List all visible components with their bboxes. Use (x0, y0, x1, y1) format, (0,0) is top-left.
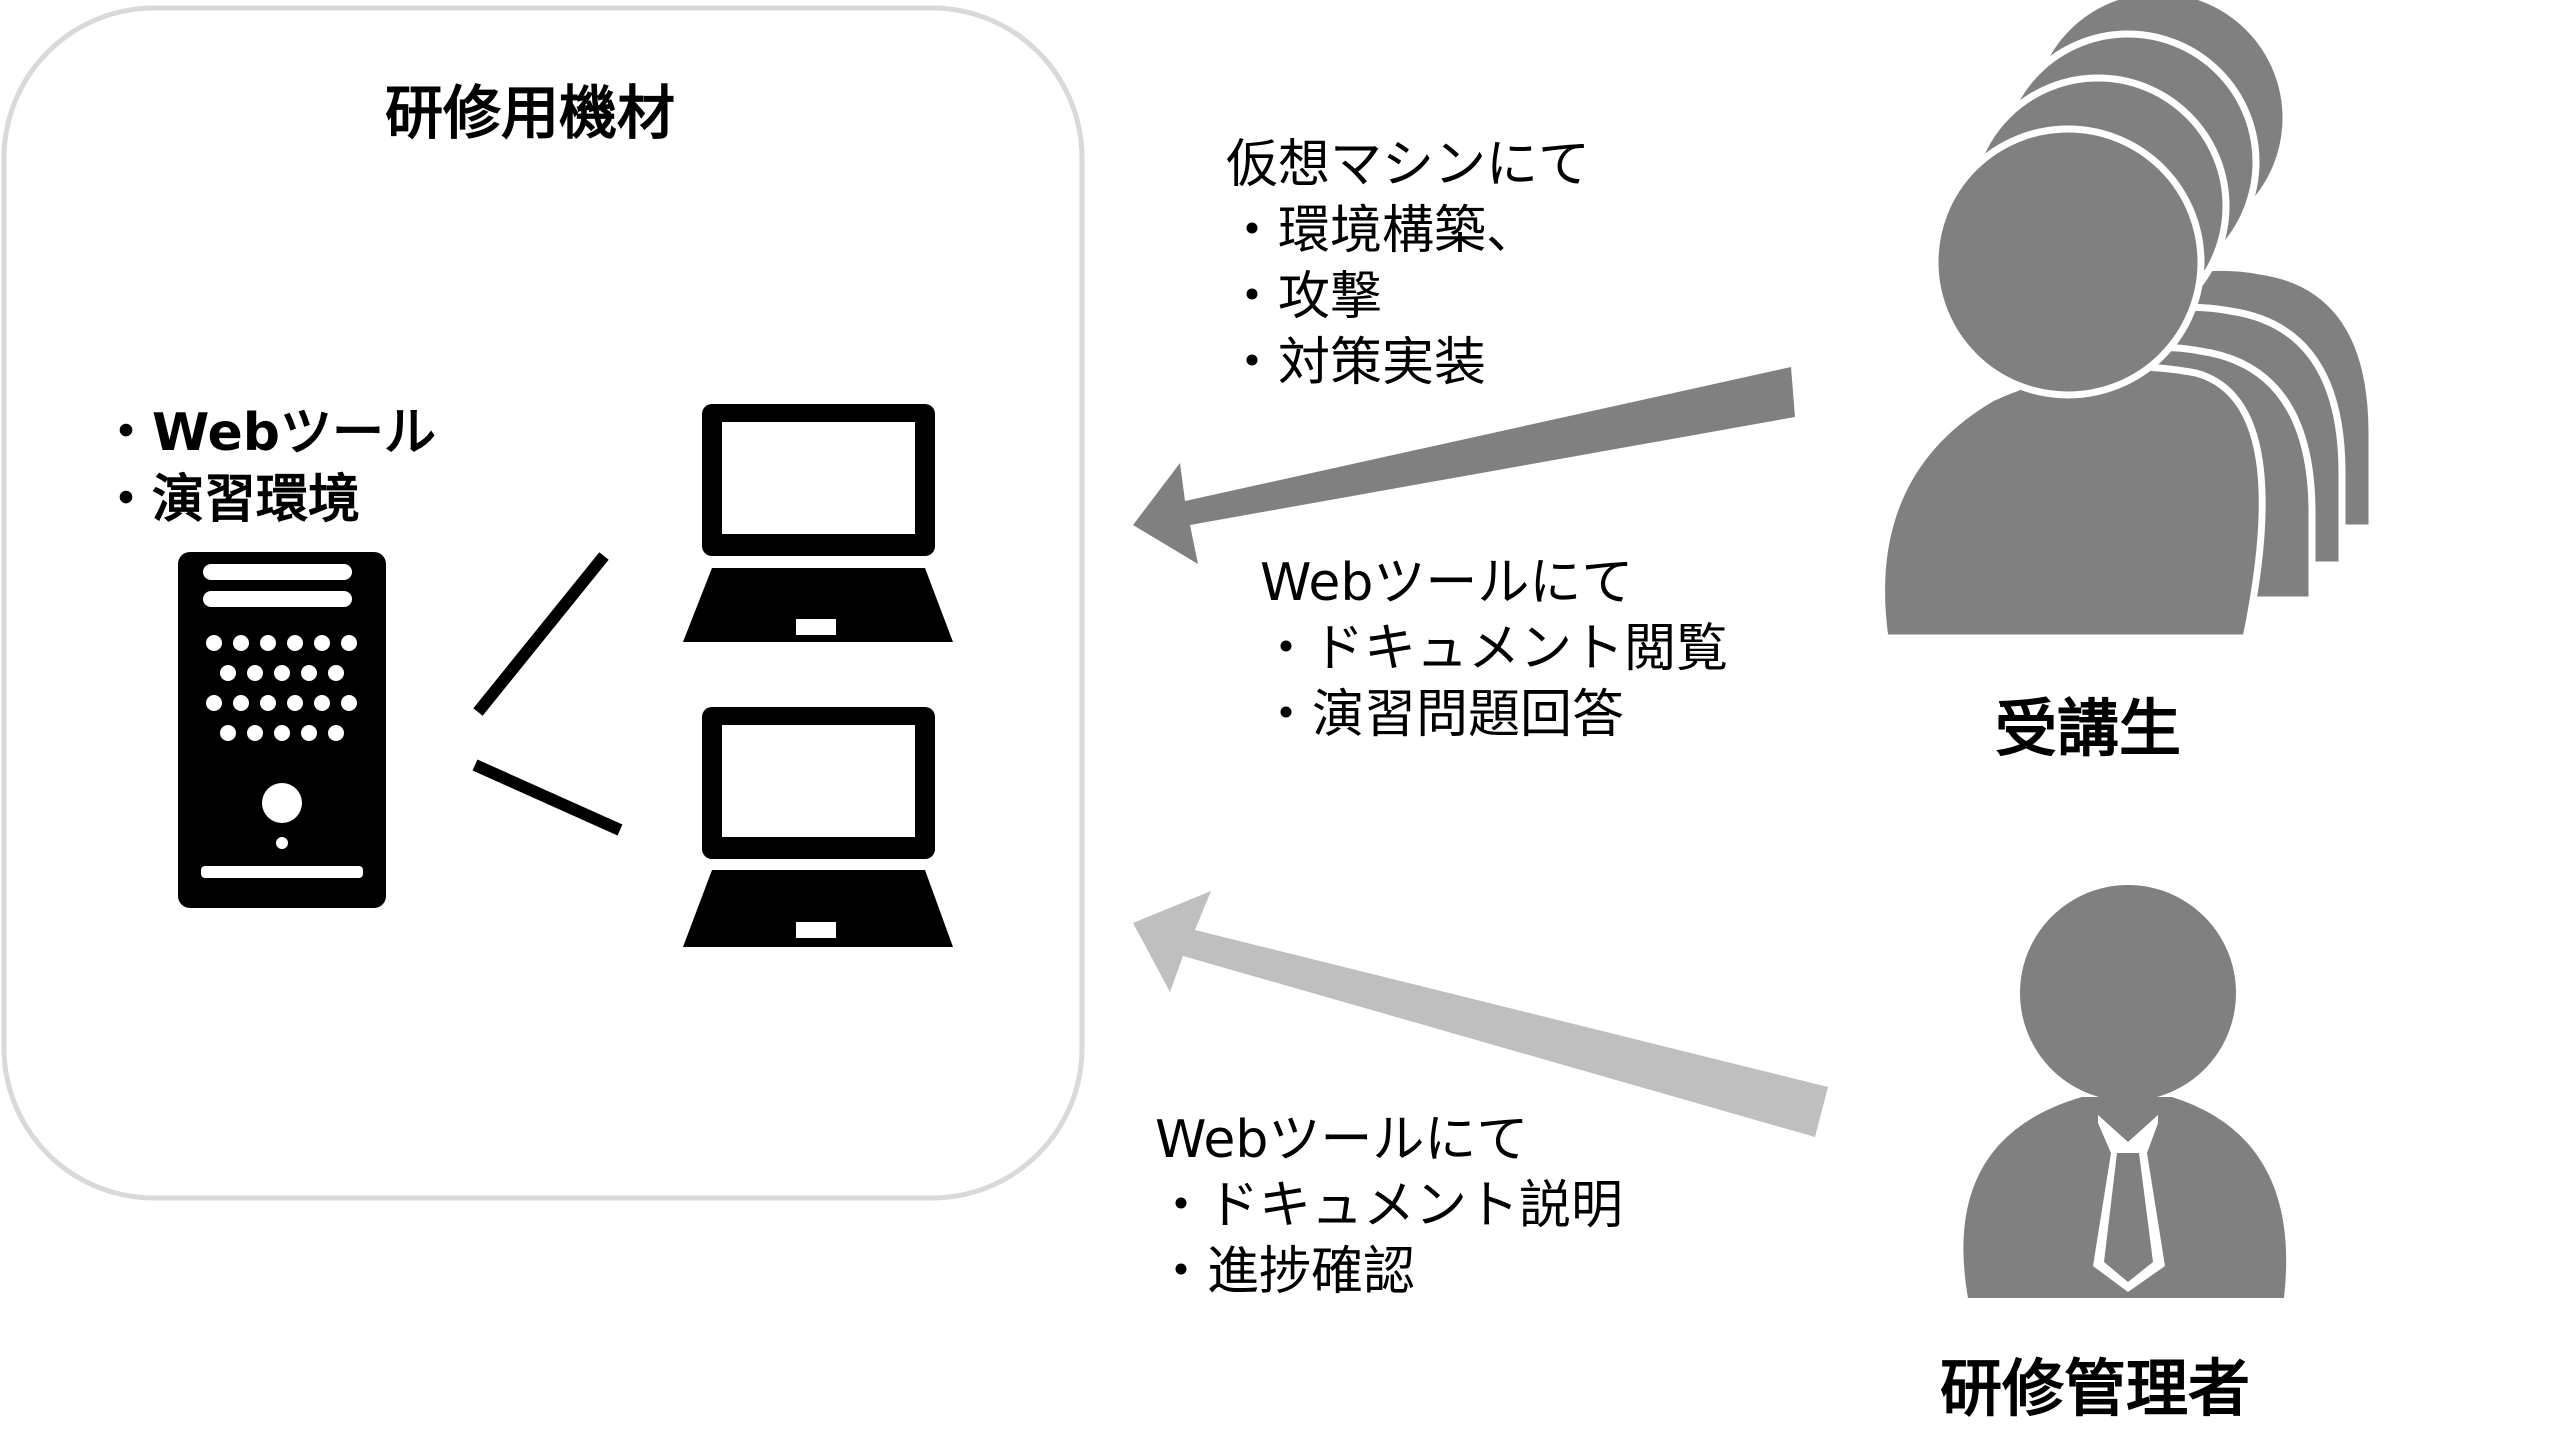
students-group-icon (1878, 0, 2376, 642)
note-virtual-machine: 仮想マシンにて ・環境構築、 ・攻撃 ・対策実装 (1226, 132, 1590, 396)
role-label-students: 受講生 (1995, 692, 2182, 765)
note-web-tool-students: Webツールにて ・ドキュメント閲覧 ・演習問題回答 (1260, 550, 1728, 748)
role-label-admin: 研修管理者 (1940, 1352, 2251, 1425)
connector-line-upper (473, 552, 609, 716)
note-item: ・進捗確認 (1155, 1242, 1416, 1302)
server-feature-list: ・Webツール ・演習環境 (100, 400, 436, 534)
note-heading: 仮想マシンにて (1226, 135, 1591, 195)
note-item: ・演習問題回答 (1260, 685, 1625, 745)
server-feature-item: ・演習環境 (100, 470, 361, 530)
note-item: ・攻撃 (1226, 267, 1383, 327)
admin-person-icon (1963, 885, 2287, 1298)
note-heading: Webツールにて (1155, 1110, 1529, 1170)
note-item: ・環境構築、 (1226, 201, 1539, 261)
laptop-icon (683, 404, 953, 642)
connector-line-lower (472, 759, 623, 836)
equipment-box-title: 研修用機材 (385, 79, 676, 147)
note-item: ・ドキュメント説明 (1155, 1176, 1624, 1236)
laptop-icon (683, 707, 953, 947)
arrow-students-to-equipment (1133, 367, 1795, 564)
note-item: ・対策実装 (1226, 333, 1487, 393)
arrow-admin-to-equipment (1133, 891, 1828, 1137)
note-item: ・ドキュメント閲覧 (1260, 619, 1729, 679)
server-feature-item: ・Webツール (100, 403, 436, 463)
note-web-tool-admin: Webツールにて ・ドキュメント説明 ・進捗確認 (1155, 1107, 1623, 1305)
note-heading: Webツールにて (1260, 553, 1634, 613)
server-icon (178, 552, 386, 908)
